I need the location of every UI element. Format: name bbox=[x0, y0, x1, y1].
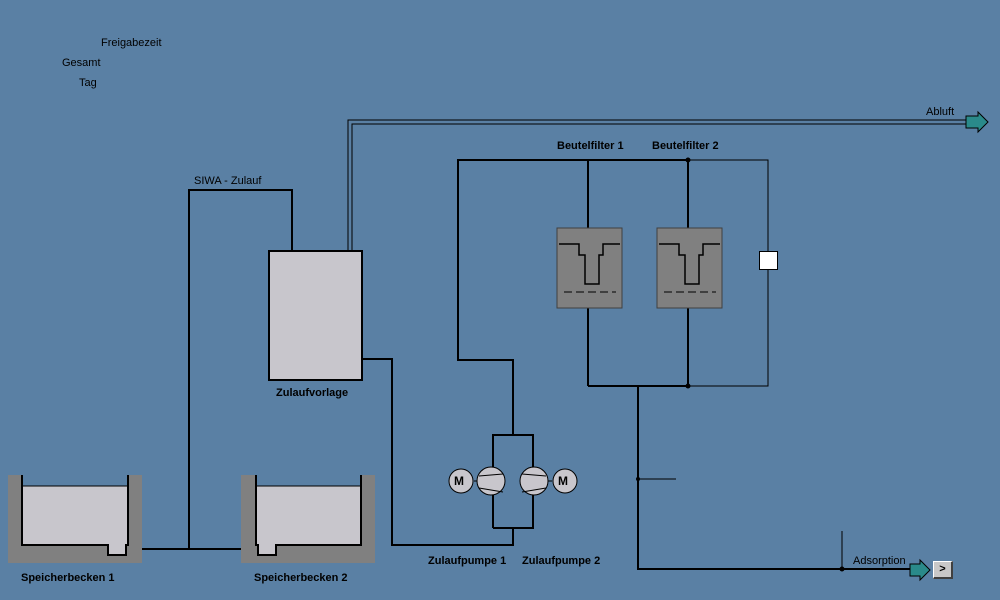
pump-discharge-pipe bbox=[457, 159, 688, 435]
storage-basin-1-label: Speicherbecken 1 bbox=[21, 572, 115, 584]
pump-manifold bbox=[492, 434, 534, 529]
bag-filter-1-label: Beutelfilter 1 bbox=[557, 140, 624, 152]
motor-1-icon bbox=[448, 468, 474, 494]
release-time-label: Freigabezeit bbox=[101, 37, 162, 49]
pipes bbox=[126, 159, 912, 570]
tank-outlet-pipe bbox=[362, 358, 514, 546]
motor-1-label: M bbox=[454, 474, 464, 488]
adsorption-nav-button[interactable]: > bbox=[933, 561, 953, 579]
motor-2-icon bbox=[552, 468, 578, 494]
filter-bypass-line bbox=[688, 159, 769, 387]
siwa-inlet-pipe bbox=[188, 189, 293, 549]
exhaust-arrow-icon bbox=[965, 110, 989, 134]
day-label: Tag bbox=[79, 77, 97, 89]
exhaust-air-pipe bbox=[347, 119, 968, 252]
feed-pump-1-label: Zulaufpumpe 1 bbox=[428, 555, 507, 567]
adsorption-arrow-icon bbox=[909, 558, 931, 582]
adsorption-label: Adsorption bbox=[853, 555, 906, 567]
storage-basin-1 bbox=[8, 475, 142, 563]
storage-basin-2-label: Speicherbecken 2 bbox=[254, 572, 348, 584]
total-label: Gesamt bbox=[62, 57, 101, 69]
feed-tank bbox=[268, 250, 363, 381]
bag-filter-1 bbox=[556, 227, 623, 309]
adsorption-pipe bbox=[637, 386, 912, 570]
feed-pump-2-label: Zulaufpumpe 2 bbox=[522, 555, 601, 567]
bypass-valve-indicator[interactable] bbox=[759, 251, 778, 270]
motor-2-label: M bbox=[558, 474, 568, 488]
bag-filter-2 bbox=[656, 227, 723, 309]
exhaust-air-label: Abluft bbox=[926, 106, 955, 118]
feed-pump-2-icon bbox=[519, 466, 552, 496]
feed-pump-1-icon bbox=[474, 466, 506, 496]
siwa-inlet-label: SIWA - Zulauf bbox=[194, 175, 262, 187]
storage-basin-2 bbox=[241, 475, 375, 563]
feed-tank-label: Zulaufvorlage bbox=[276, 387, 349, 399]
bag-filter-2-label: Beutelfilter 2 bbox=[652, 140, 719, 152]
